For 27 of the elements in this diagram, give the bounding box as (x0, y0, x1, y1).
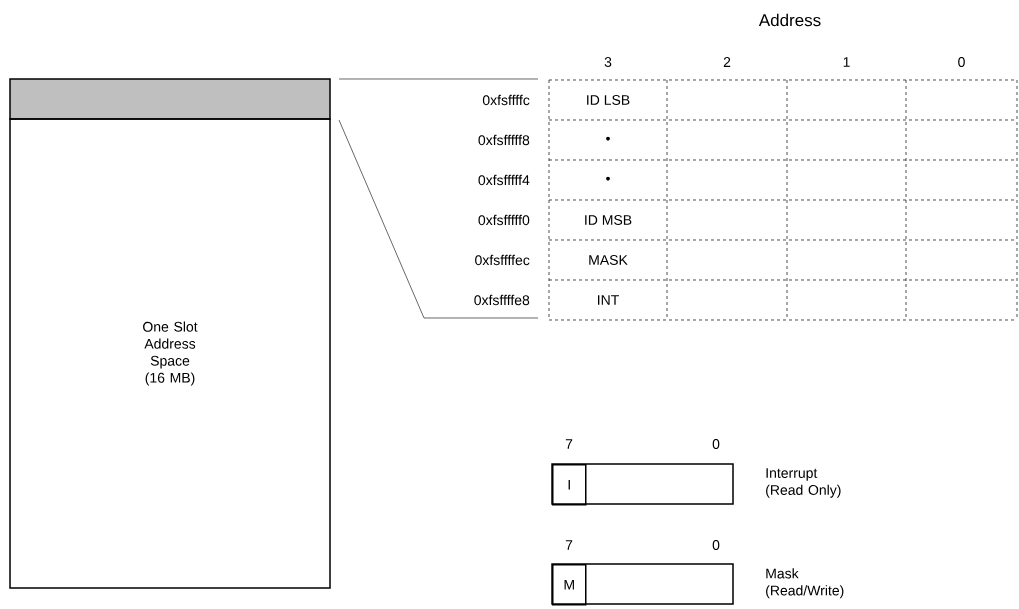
bit-number: 7 (565, 439, 573, 449)
address-label: 0xfsfffff0 (478, 214, 530, 226)
memory-block: One Slot Address Space (16 MB) (9, 118, 331, 589)
register-box: M (551, 563, 734, 606)
column-header: 1 (843, 57, 850, 67)
register-box: I (551, 463, 734, 506)
address-label: 0xfsfffff4 (478, 174, 530, 186)
cell-text: ID LSB (587, 95, 630, 105)
axis-title: Address (758, 13, 821, 27)
bit-number: 0 (712, 439, 720, 449)
register-label: Mask (Read/Write) (766, 568, 844, 599)
bit-number: 0 (712, 540, 720, 550)
column-header: 3 (604, 57, 612, 67)
shaded-band (9, 78, 331, 120)
address-label: 0xfsfffff8 (478, 134, 530, 146)
address-label: 0xfsffffc (482, 94, 530, 106)
bit-number: 7 (565, 540, 573, 550)
cell-text: • (606, 136, 610, 141)
cell-text: INT (598, 295, 619, 305)
cell-text: MASK (589, 255, 628, 265)
address-label: 0xfsffffe8 (474, 294, 530, 306)
register-label: Interrupt (Read Only) (766, 468, 841, 498)
address-label: 0xfsffffec (475, 254, 530, 266)
cell-text: • (606, 176, 610, 181)
column-header: 2 (723, 57, 731, 67)
cell-text: ID MSB (585, 215, 632, 225)
column-header: 0 (958, 57, 965, 67)
